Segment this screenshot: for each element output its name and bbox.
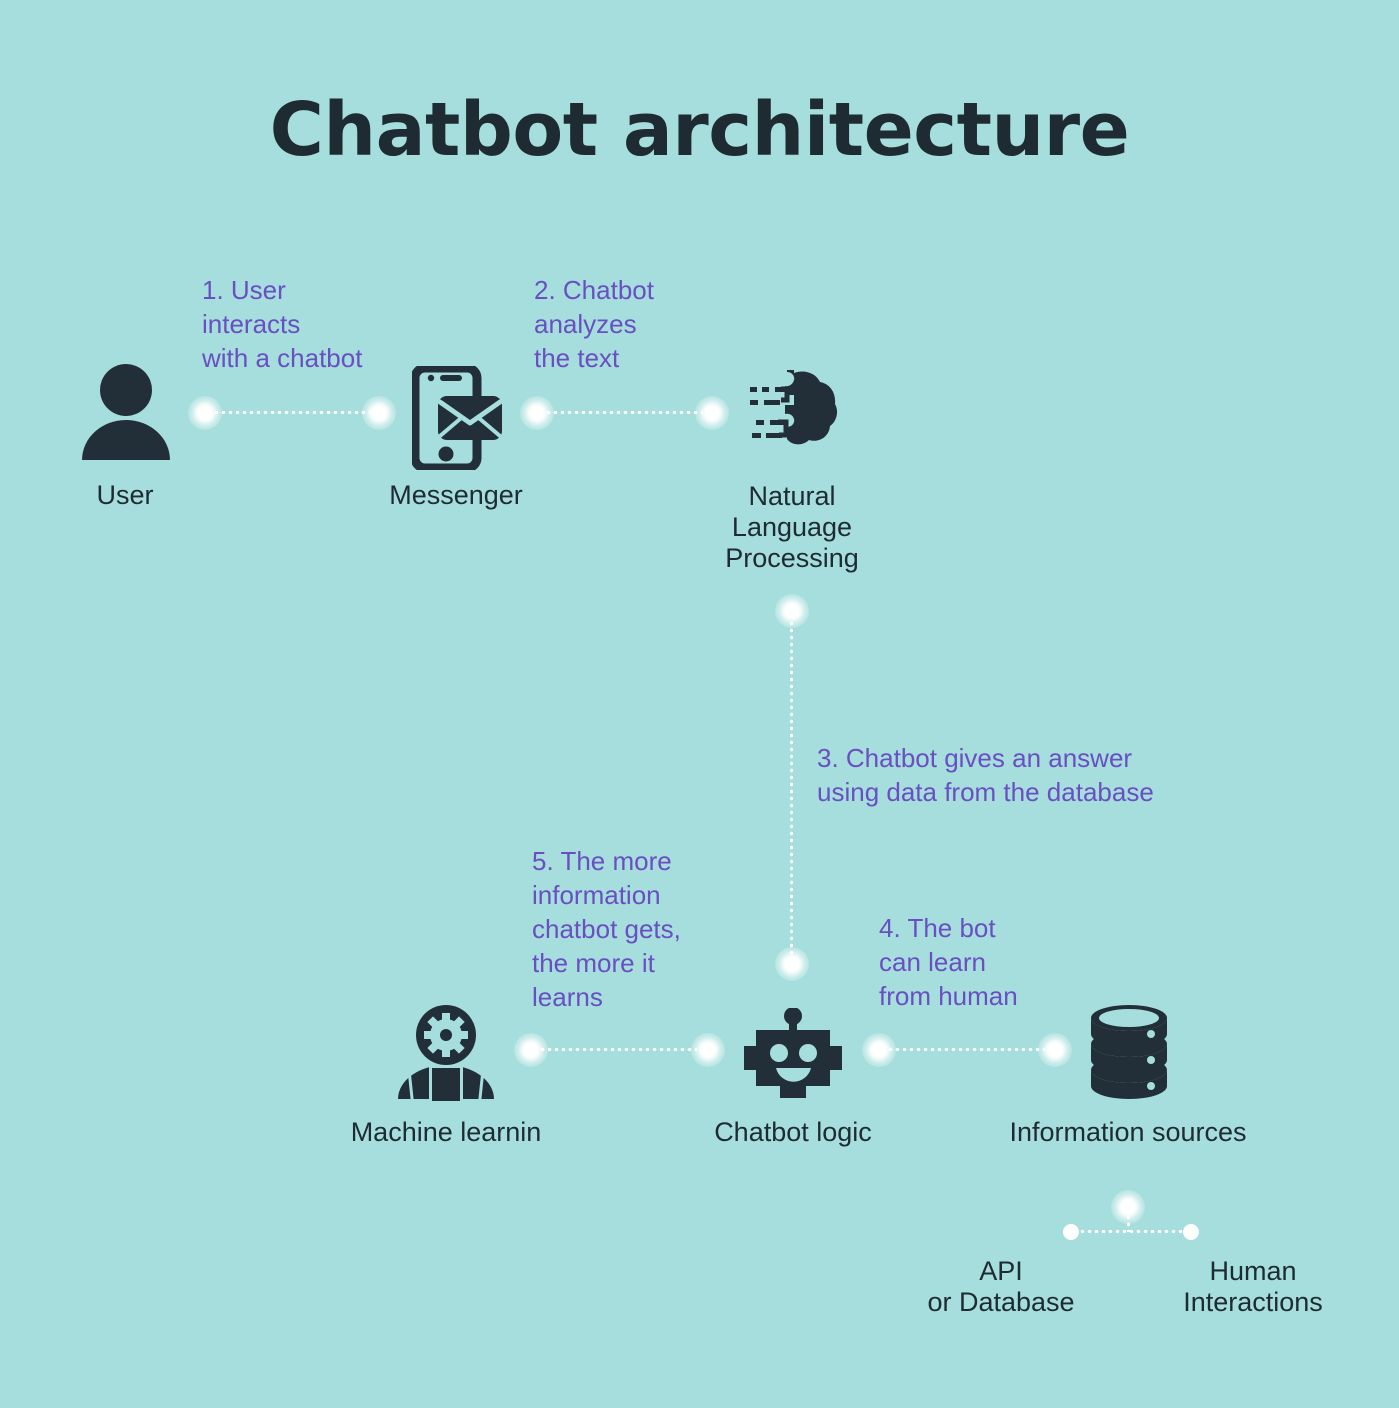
node-label-nlp: Natural Language Processing: [725, 481, 859, 573]
connector-line-info-branch-stem: [1127, 1214, 1130, 1232]
connector-dot-chatbot-logic-left: [691, 1033, 725, 1067]
node-label-api-or-database: API or Database: [927, 1256, 1075, 1317]
node-label-messenger: Messenger: [389, 480, 523, 510]
database-stack-icon: [1087, 1004, 1171, 1100]
brain-circuit-icon: [748, 370, 838, 458]
node-label-information-sources: Information sources: [1009, 1117, 1247, 1147]
node-label-user: User: [96, 480, 154, 510]
step-1-caption: 1. User interacts with a chatbot: [202, 275, 363, 373]
connector-dot-messenger-in: [362, 396, 396, 430]
messenger-phone-envelope-icon: [412, 366, 504, 470]
node-label-machine-learning: Machine learnin: [350, 1117, 542, 1147]
connector-line-chatbot-logic-info: [887, 1048, 1045, 1051]
robot-head-icon: [740, 1008, 846, 1100]
step-5-caption: 5. The more information chatbot gets, th…: [532, 846, 681, 1012]
connector-line-messenger-nlp: [545, 411, 703, 414]
connector-line-info-branch-bar: [1072, 1230, 1190, 1233]
step-3-caption: 3. Chatbot gives an answer using data fr…: [817, 743, 1154, 807]
node-label-human-interactions: Human Interactions: [1183, 1256, 1323, 1317]
user-icon: [80, 364, 172, 464]
connector-dot-nlp-in: [695, 396, 729, 430]
connector-dot-api-database: [1063, 1224, 1079, 1240]
node-label-chatbot-logic: Chatbot logic: [714, 1117, 872, 1147]
connector-dot-info-in: [1038, 1033, 1072, 1067]
page-title: Chatbot architecture: [269, 87, 1130, 173]
step-2-caption: 2. Chatbot analyzes the text: [534, 275, 654, 373]
gear-head-person-icon: [392, 1005, 500, 1101]
connector-line-user-messenger: [213, 411, 371, 414]
connector-line-ml-chatbot-logic: [539, 1048, 697, 1051]
connector-dot-chatbot-logic-top: [775, 947, 809, 981]
connector-dot-human-interactions: [1183, 1224, 1199, 1240]
step-4-caption: 4. The bot can learn from human: [879, 913, 1018, 1011]
connector-line-nlp-chatbot-logic: [790, 620, 793, 957]
